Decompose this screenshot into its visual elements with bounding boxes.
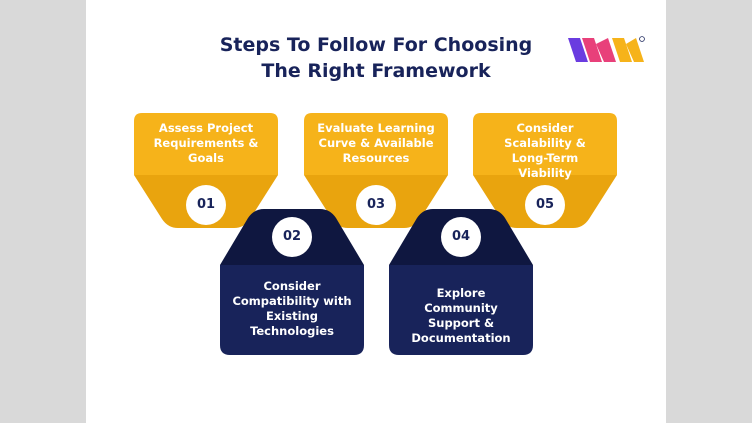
step-label-03: Evaluate Learning Curve & Available Reso… [317, 121, 435, 165]
title-line-2: The Right Framework [261, 60, 491, 82]
step-card-04: 04 Explore Community Support & Documenta… [389, 209, 533, 355]
step-card-03: Evaluate Learning Curve & Available Reso… [304, 113, 448, 228]
step-card-01: Assess Project Requirements & Goals 01 [134, 113, 278, 228]
step-label-01: Assess Project Requirements & Goals [153, 121, 259, 165]
step-number-05: 05 [525, 185, 565, 225]
step-label-05: Consider Scalability & Long-Term Viabili… [504, 121, 586, 180]
brand-logo-icon [568, 36, 645, 62]
step-number-04: 04 [441, 217, 481, 257]
step-number-02: 02 [272, 217, 312, 257]
title-line-1: Steps To Follow For Choosing [219, 34, 533, 56]
step-number-03: 03 [356, 185, 396, 225]
diagram-title: Steps To Follow For Choosing The Right F… [0, 32, 752, 84]
step-card-05: Consider Scalability & Long-Term Viabili… [473, 113, 617, 228]
step-label-02: Consider Compatibility with Existing Tec… [232, 279, 352, 338]
step-number-01: 01 [186, 185, 226, 225]
step-label-04: Explore Community Support & Documentatio… [411, 286, 511, 345]
step-card-02: 02 Consider Compatibility with Existing … [220, 209, 364, 355]
